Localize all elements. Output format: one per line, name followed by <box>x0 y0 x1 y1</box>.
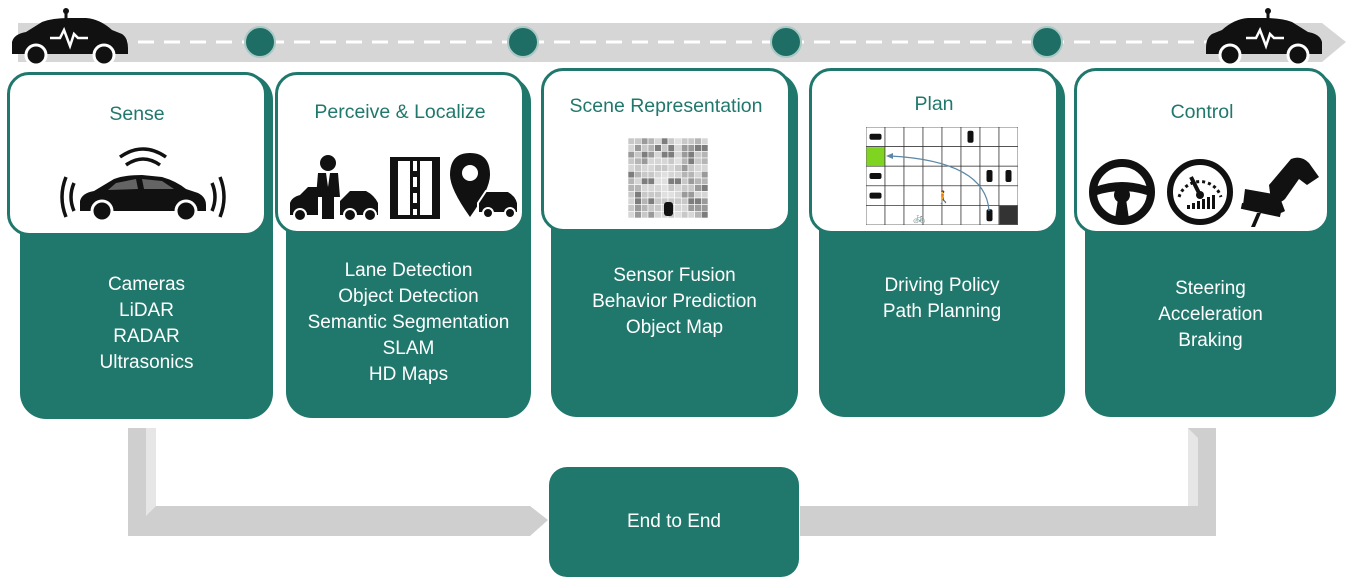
item-text: HD Maps <box>368 364 449 385</box>
stage-title: Plan <box>914 93 954 115</box>
item-text: Driving Policy <box>884 275 1000 296</box>
left-path-arrow <box>128 428 548 536</box>
stage-node <box>244 26 276 58</box>
autonomous-car-icon <box>12 8 128 66</box>
stage-perceive-items: Lane Detection Object Detection Semantic… <box>286 258 531 388</box>
brake-pedal-icon <box>1240 157 1319 227</box>
item-text: Ultrasonics <box>99 352 194 373</box>
item-text: SLAM <box>382 338 435 359</box>
item-text: LiDAR <box>119 300 174 321</box>
stage-title: Scene Representation <box>569 95 763 117</box>
occupancy-grid-icon <box>628 138 708 218</box>
stage-plan-panel: Plan 🚶🚲 <box>809 68 1059 234</box>
stage-title: Control <box>1170 101 1234 123</box>
item-text: Object Map <box>625 317 724 338</box>
item-text: Sensor Fusion <box>613 265 736 286</box>
stage-plan-items: Driving Policy Path Planning <box>819 273 1065 325</box>
svg-text:🚶: 🚶 <box>936 190 951 204</box>
stage-node <box>770 26 802 58</box>
item-text: Braking <box>1178 330 1243 351</box>
car-sensors-icon <box>60 147 226 223</box>
item-text: Lane Detection <box>344 260 473 281</box>
steering-wheel-icon <box>1089 159 1155 225</box>
stage-node <box>507 26 539 58</box>
stage-title: Perceive & Localize <box>314 101 486 123</box>
stage-sense-panel: Sense <box>7 72 267 236</box>
end-to-end-box: End to End <box>549 467 799 577</box>
item-text: Object Detection <box>338 286 479 307</box>
stage-title: Sense <box>109 103 165 125</box>
stage-node <box>1031 26 1063 58</box>
stage-scene-panel: Scene Representation <box>541 68 791 232</box>
item-text: Cameras <box>107 274 186 295</box>
item-text: Semantic Segmentation <box>307 312 510 333</box>
stage-control-items: Steering Acceleration Braking <box>1085 276 1336 354</box>
location-car-icon <box>450 153 519 219</box>
item-text: Path Planning <box>882 301 1002 322</box>
stage-sense-items: Cameras LiDAR RADAR Ultrasonics <box>20 272 273 376</box>
road-arrow <box>18 23 1346 62</box>
lane-icon <box>390 157 440 219</box>
planning-grid-icon: 🚶🚲 <box>866 127 1018 225</box>
pedestrian-car-icon <box>290 155 378 221</box>
right-path-arrow <box>800 428 1216 536</box>
item-text: Behavior Prediction <box>592 291 757 312</box>
autonomous-car-icon <box>1206 8 1322 66</box>
svg-text:🚲: 🚲 <box>913 213 925 224</box>
speedometer-icon <box>1167 159 1233 225</box>
end-to-end-label: End to End <box>626 511 722 532</box>
stage-control-panel: Control <box>1074 68 1330 234</box>
stage-perceive-panel: Perceive & Localize <box>275 72 525 234</box>
stage-scene-items: Sensor Fusion Behavior Prediction Object… <box>551 263 798 341</box>
item-text: RADAR <box>113 326 180 347</box>
item-text: Acceleration <box>1158 304 1263 325</box>
item-text: Steering <box>1175 278 1246 299</box>
